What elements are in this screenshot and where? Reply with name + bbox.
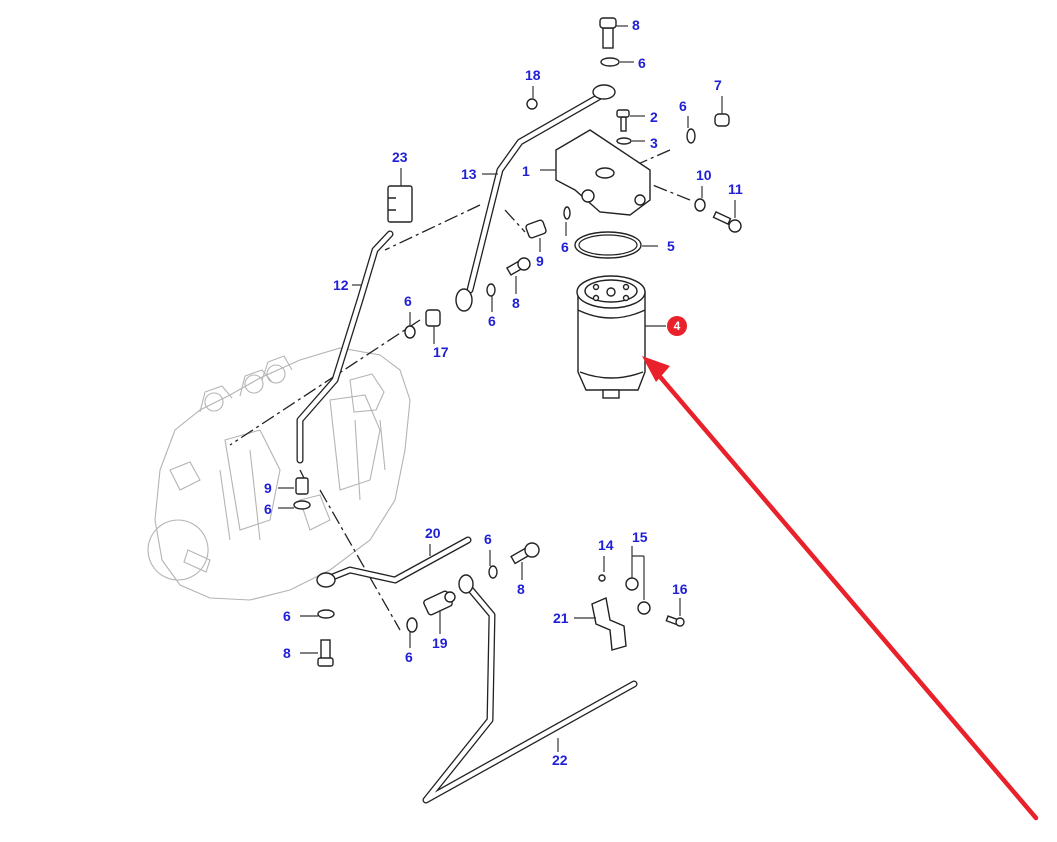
- callout-label[interactable]: 23: [392, 149, 408, 165]
- part-fuel-pipe[interactable]: [455, 84, 616, 312]
- highlight-arrow: [642, 356, 1039, 821]
- callout-label[interactable]: 8: [517, 581, 525, 597]
- injection-pump-outline: [147, 347, 411, 601]
- part-sealing-washer[interactable]: [404, 325, 416, 339]
- callout-label[interactable]: 18: [525, 67, 541, 83]
- part-sealing-washer[interactable]: [406, 617, 418, 633]
- callout-label[interactable]: 3: [650, 135, 658, 151]
- callout-label[interactable]: 16: [672, 581, 688, 597]
- callout-label[interactable]: 22: [552, 752, 568, 768]
- callout-label[interactable]: 6: [484, 531, 492, 547]
- part-screw[interactable]: [665, 615, 685, 627]
- callout-label[interactable]: 1: [522, 163, 530, 179]
- callout-label[interactable]: 6: [638, 55, 646, 71]
- callout-label[interactable]: 8: [512, 295, 520, 311]
- part-nut[interactable]: [598, 574, 606, 582]
- part-bracket[interactable]: [591, 597, 627, 651]
- callout-label[interactable]: 7: [714, 77, 722, 93]
- part-sealing-washer[interactable]: [694, 198, 706, 212]
- callout-label[interactable]: 2: [650, 109, 658, 125]
- part-o-ring[interactable]: [574, 231, 642, 259]
- part-banjo-bolt[interactable]: [510, 542, 540, 565]
- part-banjo-bolt[interactable]: [599, 17, 617, 49]
- callout-label[interactable]: 5: [667, 238, 675, 254]
- part-filter-head[interactable]: [555, 129, 651, 216]
- part-banjo-bolt[interactable]: [505, 257, 531, 276]
- callout-label[interactable]: 6: [405, 649, 413, 665]
- part-bolt[interactable]: [616, 109, 630, 132]
- part-sealing-washer[interactable]: [488, 565, 498, 579]
- callout-label[interactable]: 9: [536, 253, 544, 269]
- part-clamp-block[interactable]: [387, 185, 413, 223]
- part-sealing-washer[interactable]: [686, 128, 696, 144]
- part-bolt[interactable]: [712, 210, 742, 233]
- callout-label[interactable]: 6: [488, 313, 496, 329]
- part-banjo-bolt[interactable]: [317, 639, 334, 667]
- callout-label[interactable]: 19: [432, 635, 448, 651]
- callout-labels: 8 6 18 7 2 6 3 23 13 1 10 11 6 5 9 12 8 …: [264, 17, 743, 768]
- callout-label[interactable]: 12: [333, 277, 349, 293]
- leader-lines: [278, 25, 736, 752]
- part-sealing-washer[interactable]: [563, 206, 571, 220]
- callout-label[interactable]: 8: [283, 645, 291, 661]
- highlighted-part-badge[interactable]: 4: [667, 316, 687, 336]
- part-sealing-washer[interactable]: [293, 500, 311, 510]
- part-sealing-washer[interactable]: [317, 609, 335, 619]
- part-fitting[interactable]: [295, 477, 309, 495]
- callout-label[interactable]: 20: [425, 525, 441, 541]
- callout-label[interactable]: 6: [264, 501, 272, 517]
- part-fuel-pipe[interactable]: [316, 536, 472, 588]
- callout-label[interactable]: 14: [598, 537, 614, 553]
- part-sealing-washer[interactable]: [600, 57, 620, 67]
- callout-label[interactable]: 17: [433, 344, 449, 360]
- part-adapter-fitting[interactable]: [423, 590, 456, 616]
- callout-label[interactable]: 11: [728, 181, 743, 197]
- part-sealing-washer[interactable]: [486, 283, 496, 297]
- callout-label[interactable]: 6: [561, 239, 569, 255]
- part-washer[interactable]: [616, 137, 632, 145]
- callout-label[interactable]: 6: [404, 293, 412, 309]
- callout-label[interactable]: 15: [632, 529, 648, 545]
- callout-label[interactable]: 8: [632, 17, 640, 33]
- part-fitting[interactable]: [425, 309, 441, 327]
- part-fitting[interactable]: [525, 219, 547, 239]
- part-pipe-clip[interactable]: [625, 577, 651, 615]
- callout-label[interactable]: 6: [679, 98, 687, 114]
- part-plug[interactable]: [714, 113, 730, 127]
- part-nut[interactable]: [526, 98, 538, 110]
- badge-label: 4: [674, 319, 681, 333]
- callout-label[interactable]: 21: [553, 610, 569, 626]
- callout-label[interactable]: 13: [461, 166, 477, 182]
- callout-label[interactable]: 9: [264, 480, 272, 496]
- callout-label[interactable]: 10: [696, 167, 712, 183]
- callout-label[interactable]: 6: [283, 608, 291, 624]
- part-fuel-pipe[interactable]: [422, 574, 638, 804]
- part-fuel-pipe[interactable]: [296, 230, 394, 464]
- part-fuel-filter-cartridge[interactable]: [576, 275, 646, 399]
